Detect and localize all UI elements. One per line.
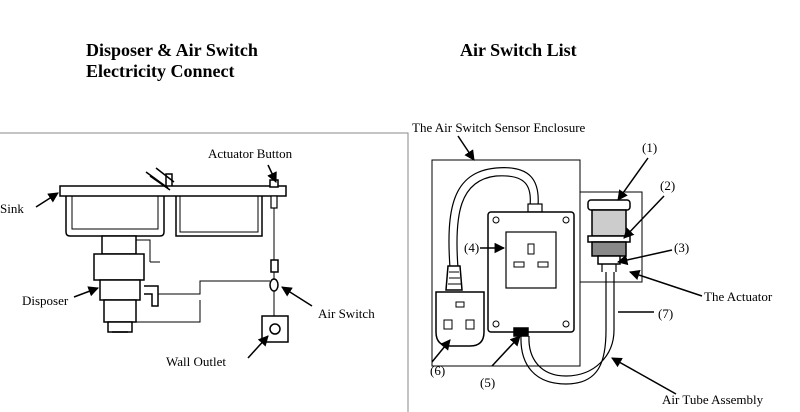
right-arrows [431, 135, 703, 395]
air-switch-label: Air Switch [318, 306, 375, 321]
part-7-label: (7) [658, 306, 673, 321]
actuator-label: The Actuator [704, 289, 773, 304]
actuator-button-label: Actuator Button [208, 146, 293, 161]
uk-plug [435, 265, 485, 347]
left-frame [0, 132, 409, 412]
left-title: Disposer & Air Switch Electricity Connec… [86, 40, 258, 82]
wall-outlet-label: Wall Outlet [166, 354, 226, 369]
sink-label: Sink [0, 201, 24, 216]
enclosure-label: The Air Switch Sensor Enclosure [412, 120, 586, 135]
left-arrows [35, 164, 313, 359]
actuator [587, 199, 631, 272]
right-title: Air Switch List [460, 40, 577, 60]
switch-box [487, 211, 575, 337]
part-4-label: (4) [464, 240, 479, 255]
left-title-line1: Disposer & Air Switch [86, 40, 258, 60]
air-tube-label: Air Tube Assembly [662, 392, 764, 407]
wiring [131, 195, 289, 343]
part-6-label: (6) [430, 363, 445, 378]
part-5-label: (5) [480, 375, 495, 390]
part-3-label: (3) [674, 240, 689, 255]
sink-unit [59, 167, 287, 237]
disposer [93, 235, 160, 333]
disposer-label: Disposer [22, 293, 69, 308]
part-2-label: (2) [660, 178, 675, 193]
part-1-label: (1) [642, 140, 657, 155]
left-title-line2: Electricity Connect [86, 61, 235, 81]
air-tube [520, 272, 615, 385]
